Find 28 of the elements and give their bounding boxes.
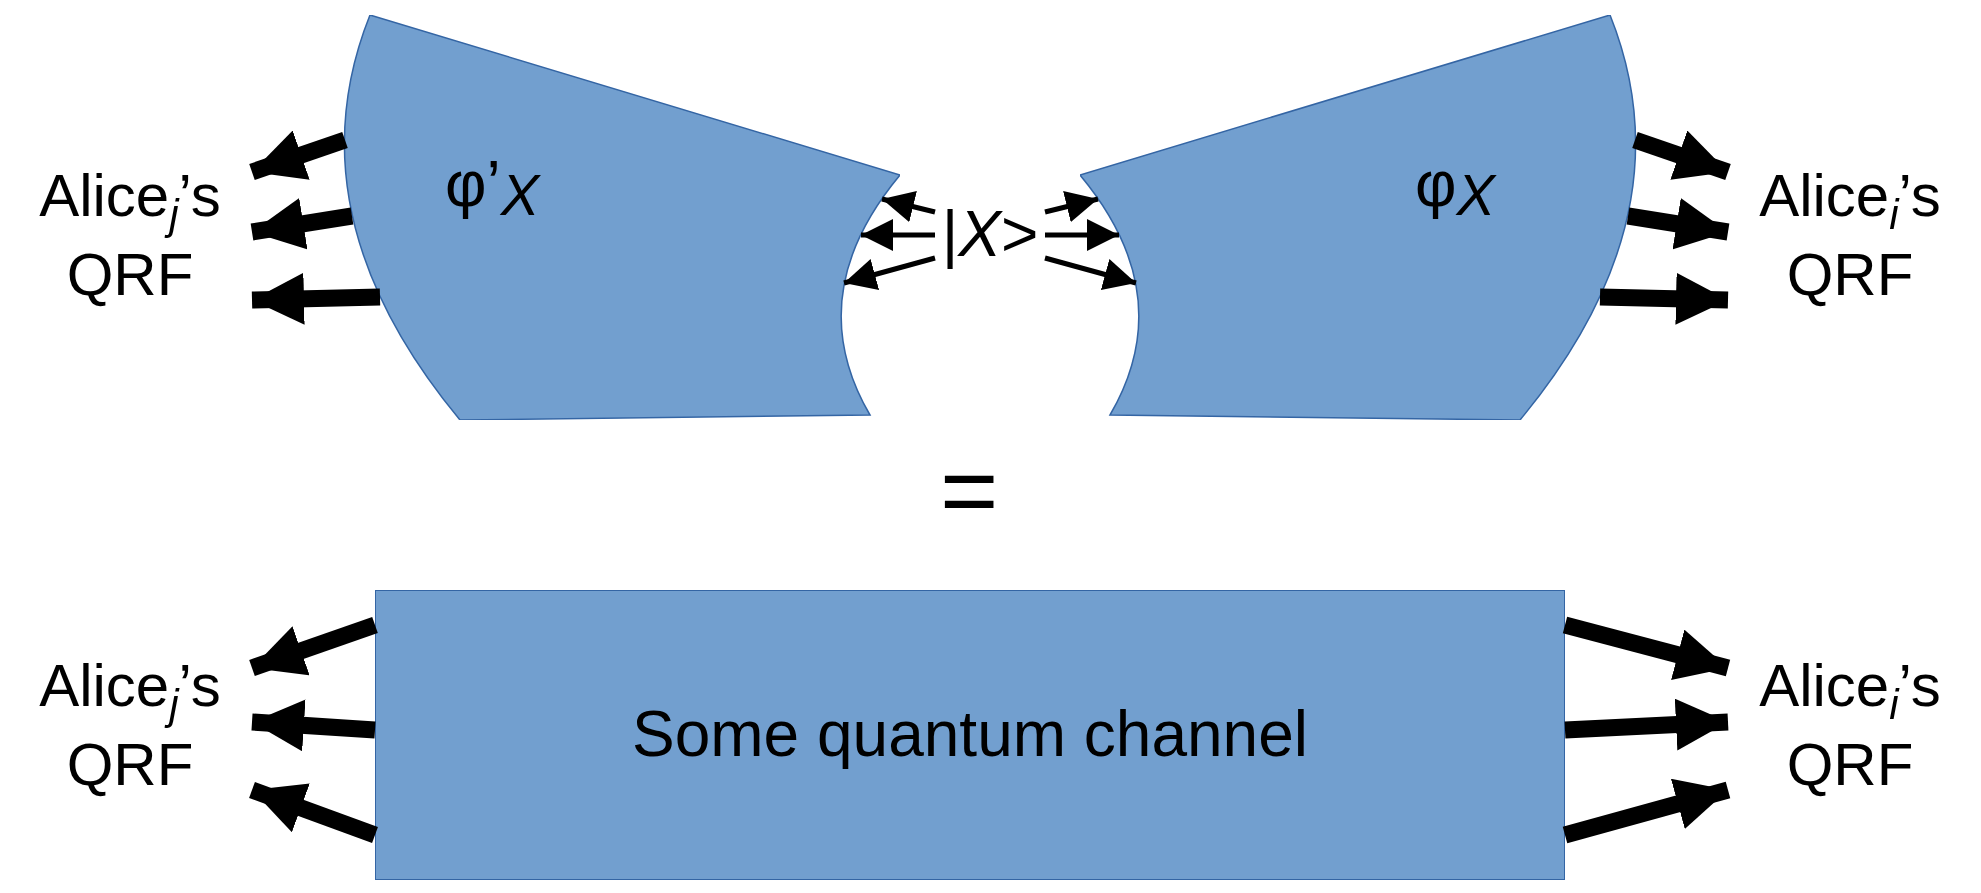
arrow	[881, 191, 936, 223]
box-label: Some quantum channel	[632, 698, 1308, 772]
arrow	[1564, 698, 1729, 751]
arrow	[1044, 191, 1099, 223]
fan-label: φ’$_{X}$	[445, 147, 540, 228]
arrow	[251, 272, 381, 325]
arrow	[251, 699, 376, 752]
arrow	[1632, 130, 1731, 181]
arrow	[1044, 255, 1137, 290]
arrow	[250, 198, 354, 250]
arrow	[1599, 272, 1729, 325]
frame-label: Alice$_{i}$’s QRF	[1758, 651, 1942, 799]
frame-label: Alice$_{i}$’s QRF	[1758, 161, 1942, 309]
arrow	[861, 219, 935, 251]
equals-sign: =	[940, 440, 999, 540]
fan-label: φ$_{X}$	[1415, 147, 1495, 228]
state-label: |X>	[941, 198, 1039, 272]
frame-label: Alice$_{j}$’s QRF	[38, 161, 222, 309]
arrow	[1045, 219, 1119, 251]
arrow	[249, 616, 378, 677]
channel-box	[375, 590, 1565, 880]
arrow	[1562, 616, 1731, 680]
frame-label: Alice$_{j}$’s QRF	[38, 651, 222, 799]
arrow	[249, 130, 348, 181]
arrow	[1562, 778, 1731, 844]
arrow	[843, 255, 936, 290]
arrow	[1626, 198, 1730, 250]
arrow	[249, 782, 378, 843]
